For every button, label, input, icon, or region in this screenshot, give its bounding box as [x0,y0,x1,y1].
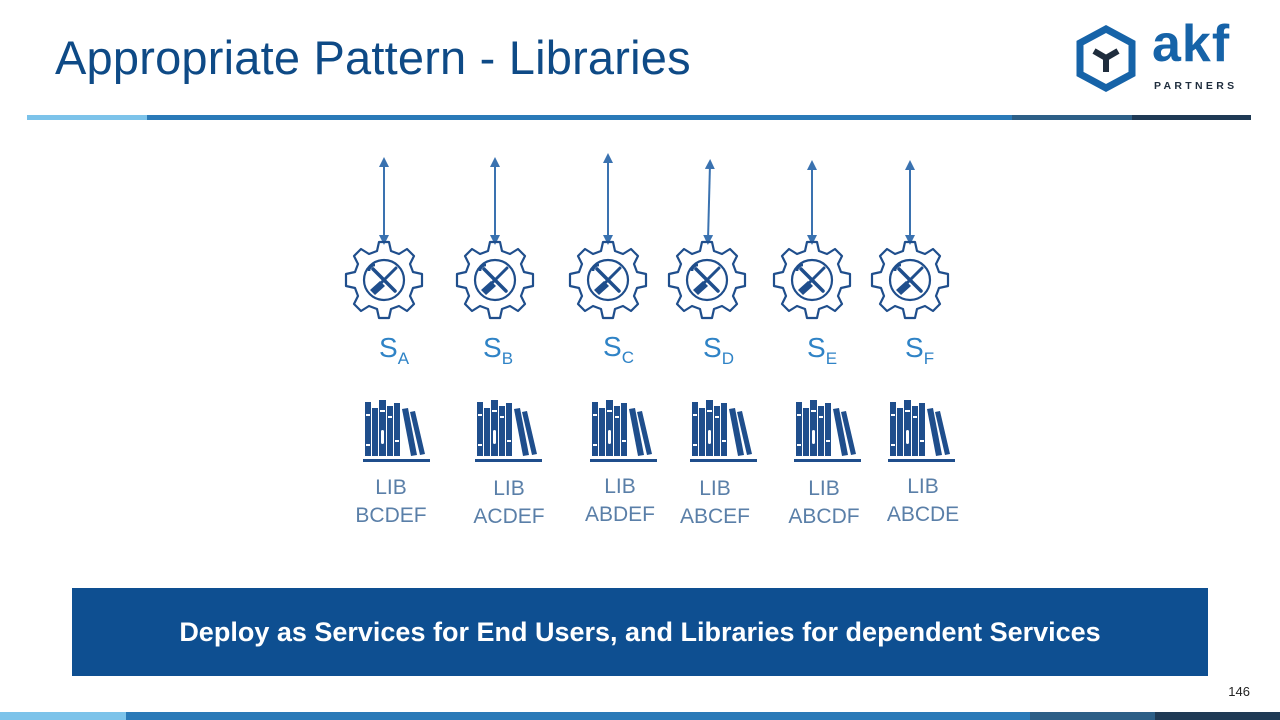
library-label-line1: LIB [493,477,525,500]
service-letter: S [703,332,722,363]
gear-icon [870,240,950,320]
gear-icon [772,240,852,320]
bookshelf-icon [363,400,430,462]
bookshelf-icon [590,400,657,462]
library-label-line2: BCDEF [355,504,427,527]
library-label-line2: ABCEF [679,505,750,528]
library-label-line2: ACDEF [473,505,545,528]
library-label-f: LIB ABCDE [873,473,973,529]
service-letter: S [807,332,826,363]
page-number: 146 [1228,684,1250,699]
gear-icon [667,240,747,320]
library-label-b: LIB ACDEF [459,475,559,531]
akf-logo: akf PARTNERS [1074,15,1254,96]
service-letter: S [379,332,398,363]
library-label-d: LIB ABCEF [665,475,765,531]
gear-icon [568,240,648,320]
service-subscript: A [397,349,410,368]
service-subscript: B [501,349,514,368]
page-title: Appropriate Pattern - Libraries [55,31,691,84]
library-label-e: LIB ABCDF [774,475,874,531]
logo-subtitle: PARTNERS [1154,80,1238,92]
library-label-line2: ABCDF [788,505,860,528]
service-subscript: C [621,348,634,367]
bookshelf-icon [475,400,542,462]
library-label-line1: LIB [907,475,939,498]
library-label-c: LIB ABDEF [570,473,670,529]
library-label-a: LIB BCDEF [341,474,441,530]
logo-word: akf [1152,15,1231,73]
service-letter: S [603,331,622,362]
service-letter: S [483,332,502,363]
bookshelf-icon [794,400,861,462]
bookshelf-icon [690,400,757,462]
service-label-a: SA [379,332,409,369]
service-subscript: E [825,349,838,368]
library-label-line2: ABCDE [886,503,960,526]
library-label-line1: LIB [375,476,407,499]
cube-logo-icon [1076,25,1136,92]
library-label-line1: LIB [808,477,840,500]
call-arrow-d [703,159,715,245]
service-label-d: SD [703,332,734,369]
service-label-f: SF [905,332,934,369]
service-subscript: D [721,349,734,368]
service-letter: S [905,332,924,363]
service-label-c: SC [603,331,634,368]
bookshelf-icon [888,400,955,462]
library-label-line2: ABDEF [584,503,655,526]
library-label-line1: LIB [604,475,636,498]
summary-banner: Deploy as Services for End Users, and Li… [72,588,1208,676]
service-label-e: SE [807,332,837,369]
service-subscript: F [923,349,935,368]
gear-icon [344,240,424,320]
service-label-b: SB [483,332,513,369]
library-label-line1: LIB [699,477,731,500]
gear-icon [455,240,535,320]
